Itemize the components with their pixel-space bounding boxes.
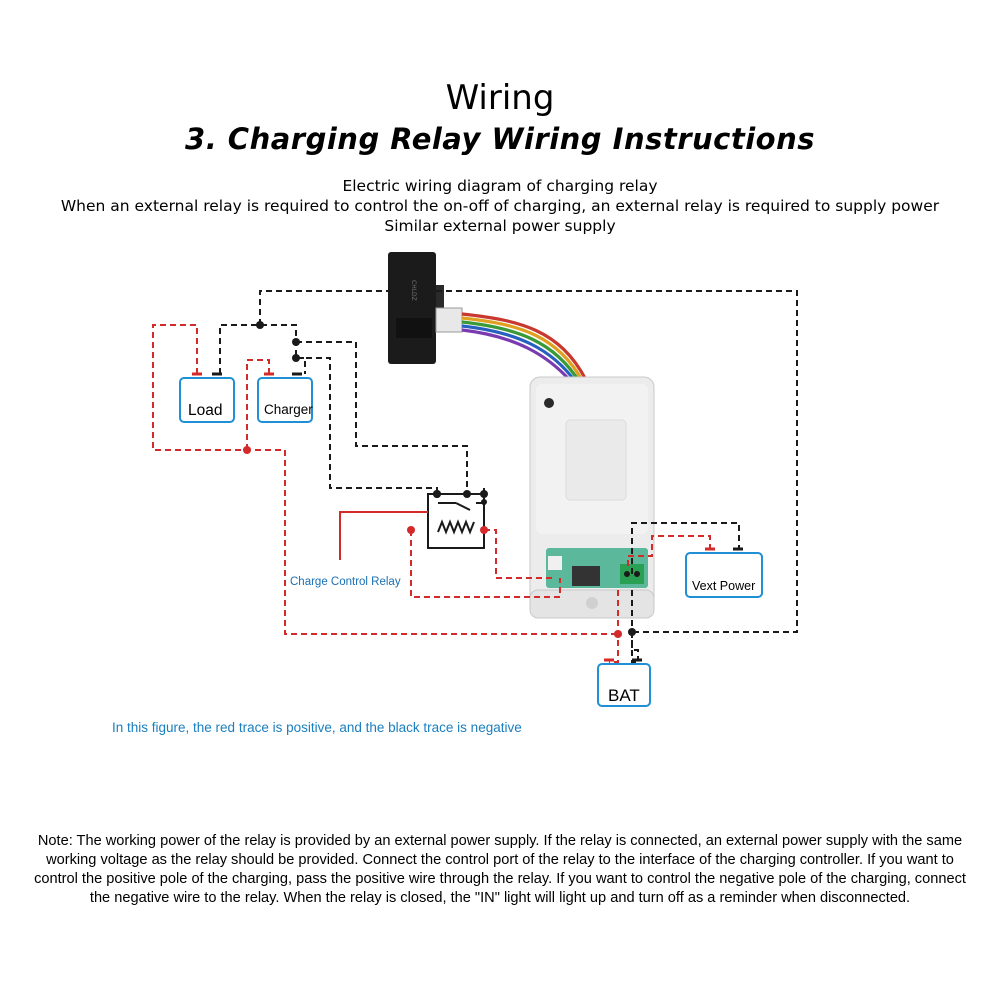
positive-traces <box>152 324 711 663</box>
vext-power-label: Vext Power <box>692 579 756 593</box>
negative-traces <box>219 290 798 663</box>
charge-control-relay-label: Charge Control Relay <box>290 576 401 588</box>
description-line-1: Electric wiring diagram of charging rela… <box>342 177 658 195</box>
current-sensor: CHLDZ <box>388 252 463 364</box>
trace-legend: In this figure, the red trace is positiv… <box>112 720 522 735</box>
svg-text:CHLDZ: CHLDZ <box>410 280 417 301</box>
load-box <box>179 377 235 423</box>
charge-controller <box>529 376 655 619</box>
description-line-3: Similar external power supply <box>384 217 616 235</box>
charger-box <box>257 377 313 423</box>
description-line-2: When an external relay is required to co… <box>60 197 940 215</box>
ribbon-cable <box>461 312 588 387</box>
page-subtitle: 3. Charging Relay Wiring Instructions <box>185 122 815 156</box>
relay-control-line <box>339 511 428 560</box>
bat-label: BAT <box>608 686 640 705</box>
load-label: Load <box>188 402 223 419</box>
page-title: Wiring <box>445 78 555 118</box>
charger-label: Charger <box>264 402 313 417</box>
relay-symbol <box>427 493 485 549</box>
vext-power-box <box>685 552 763 598</box>
bat-box <box>597 663 651 707</box>
note-text: Note: The working power of the relay is … <box>34 833 966 906</box>
